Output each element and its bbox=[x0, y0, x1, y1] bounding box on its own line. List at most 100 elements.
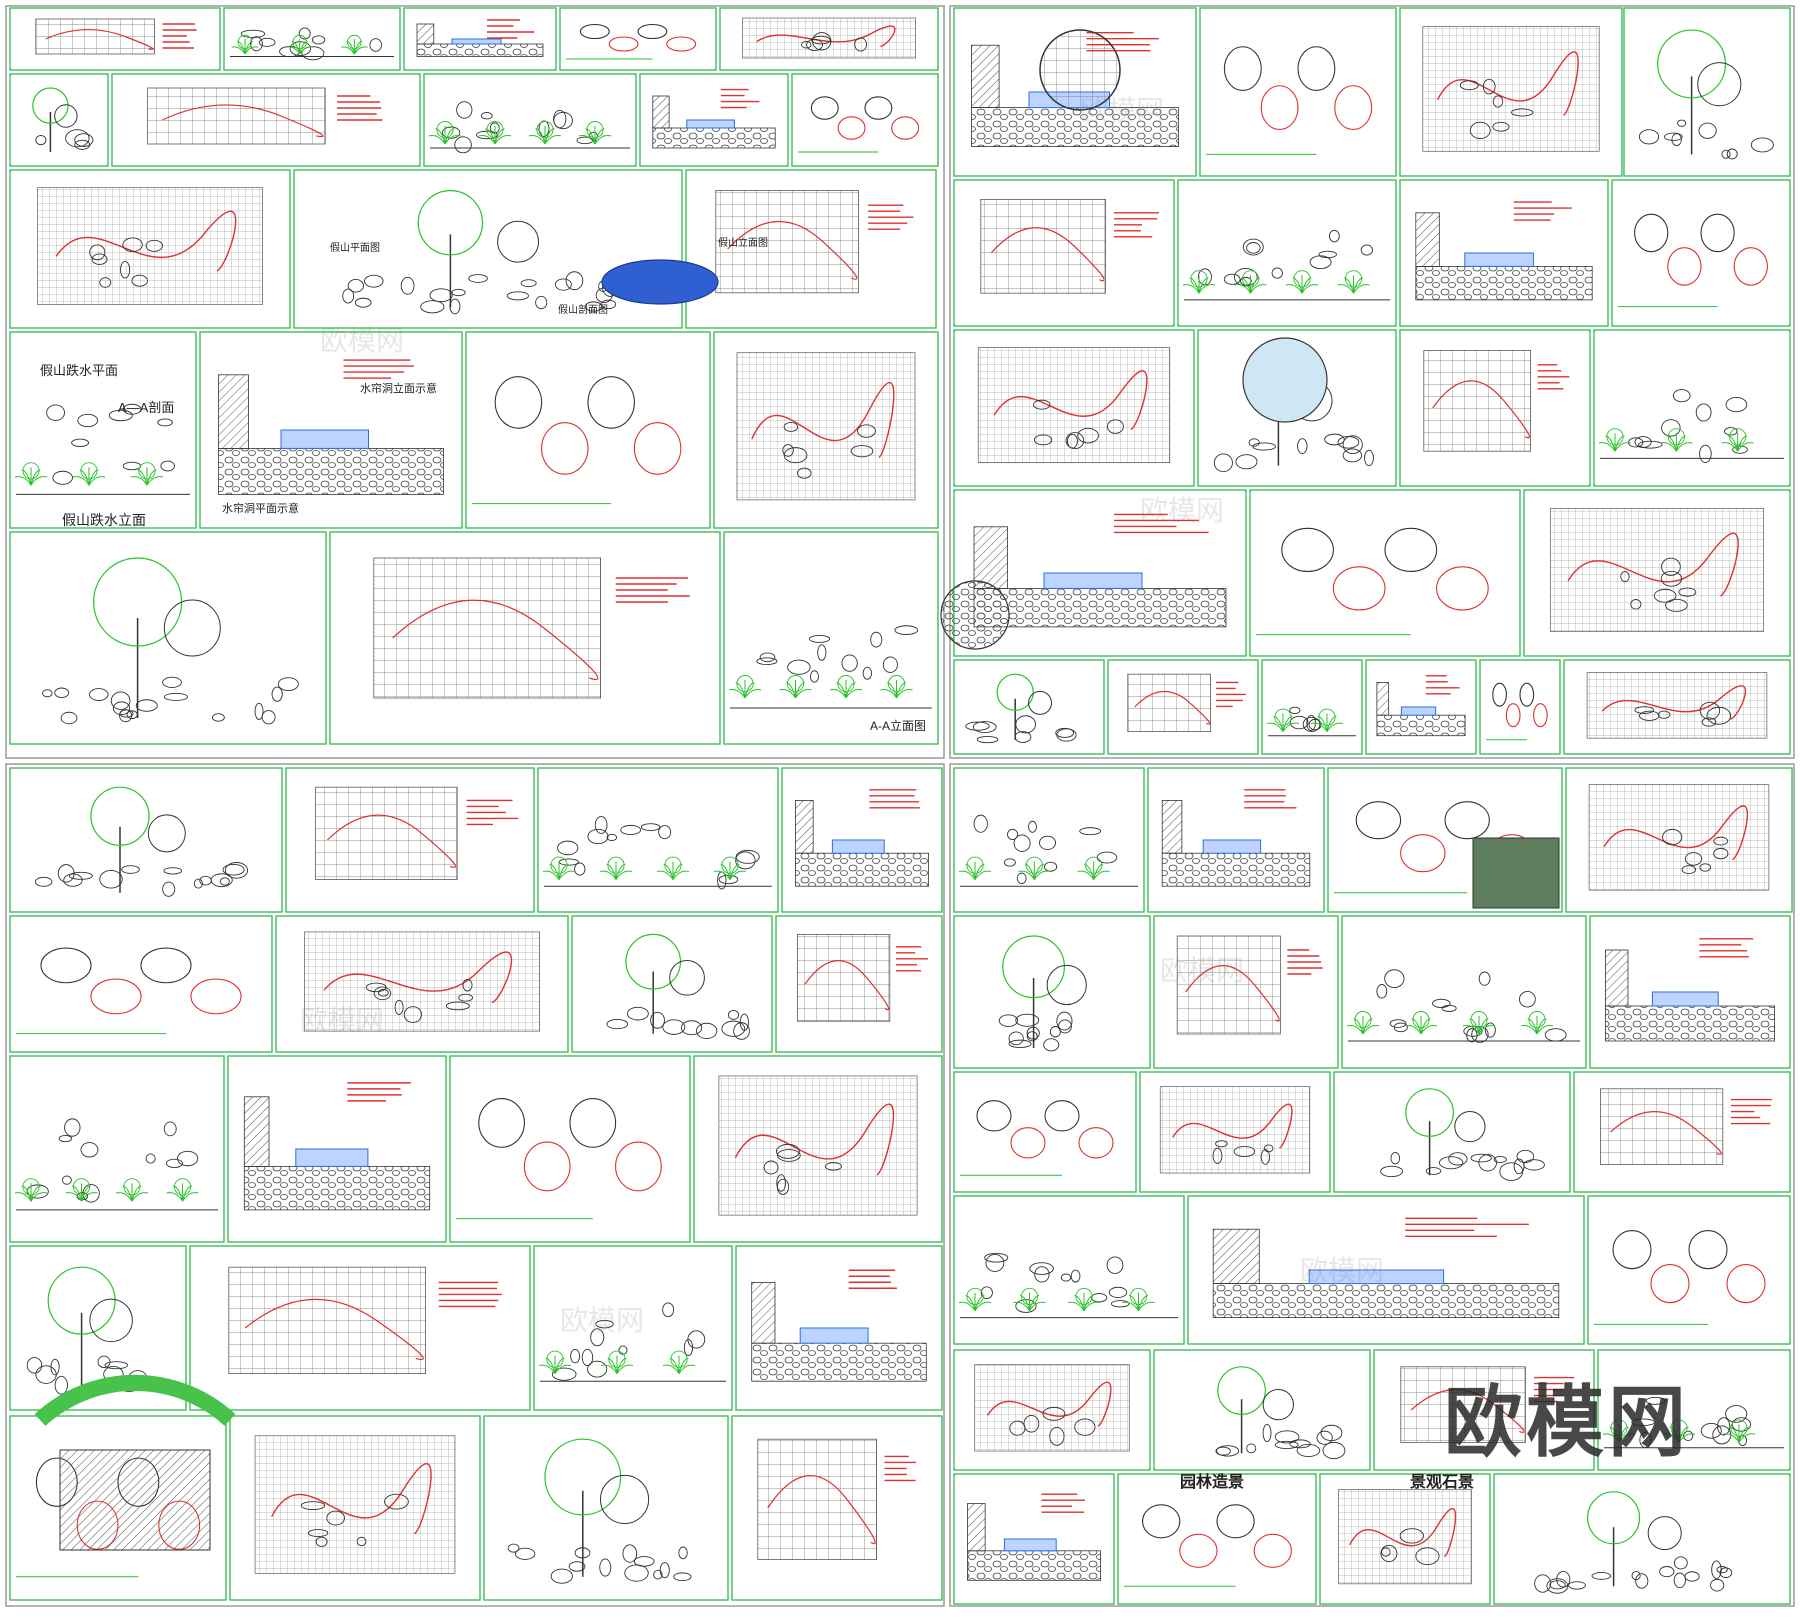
contour-line bbox=[993, 370, 1148, 431]
fine-grid bbox=[1159, 1086, 1311, 1174]
foundation-section bbox=[243, 1166, 431, 1211]
rock bbox=[1252, 442, 1276, 451]
pond-plan bbox=[601, 259, 719, 305]
rock bbox=[1631, 1418, 1656, 1427]
dimension-notes bbox=[869, 789, 921, 809]
plant-crown bbox=[586, 121, 604, 139]
rock bbox=[808, 634, 831, 643]
rock bbox=[587, 828, 609, 845]
tree-crown bbox=[147, 814, 186, 853]
plant-leaf bbox=[554, 1364, 572, 1374]
rock bbox=[1246, 242, 1261, 254]
rock bbox=[1469, 121, 1491, 140]
outline-curve bbox=[1185, 965, 1280, 1022]
plant-leaf bbox=[1013, 1301, 1030, 1312]
plant-leaf bbox=[88, 476, 106, 486]
rock bbox=[1523, 1159, 1545, 1171]
plant-crown bbox=[887, 675, 906, 693]
rock bbox=[1699, 863, 1711, 872]
plant-leaf bbox=[1662, 1433, 1680, 1443]
rock bbox=[1516, 1149, 1535, 1163]
rock bbox=[659, 1562, 670, 1579]
rock bbox=[574, 1547, 591, 1559]
stone-outline bbox=[523, 1141, 571, 1192]
fine-grid bbox=[304, 931, 540, 1032]
stone-outline bbox=[140, 947, 192, 984]
rock bbox=[1441, 1004, 1457, 1012]
rock bbox=[1683, 1430, 1694, 1442]
rock bbox=[1677, 119, 1687, 127]
dimension-notes bbox=[868, 204, 914, 230]
rock bbox=[862, 666, 873, 680]
outline-curve bbox=[326, 814, 456, 868]
rock bbox=[65, 129, 90, 148]
plant-leaf bbox=[1083, 1301, 1101, 1312]
panel-frame bbox=[533, 1245, 733, 1411]
plant-crown bbox=[546, 1350, 564, 1368]
rock bbox=[776, 1174, 787, 1192]
panel-frame bbox=[559, 7, 717, 71]
plant-symbol bbox=[1310, 708, 1344, 732]
stone-outline bbox=[1533, 703, 1548, 728]
plant-crown bbox=[1274, 708, 1292, 726]
rock bbox=[145, 1153, 156, 1164]
rock bbox=[1663, 132, 1683, 141]
foundation-section bbox=[795, 852, 930, 887]
outline-curve bbox=[804, 960, 890, 1011]
grid-plan bbox=[715, 190, 859, 294]
rock-pile bbox=[1628, 389, 1748, 463]
rock bbox=[1322, 1441, 1346, 1460]
rock bbox=[240, 29, 266, 39]
rock bbox=[400, 276, 415, 295]
foundation-section bbox=[973, 588, 1227, 628]
panel-frame bbox=[9, 1415, 227, 1601]
rock bbox=[841, 654, 858, 672]
plant-symbol bbox=[1234, 270, 1267, 294]
rock bbox=[1065, 432, 1085, 450]
plant-leaf bbox=[166, 1192, 183, 1202]
rock bbox=[224, 862, 249, 879]
plant-leaf bbox=[1520, 1024, 1538, 1035]
rock bbox=[620, 824, 642, 835]
plant-symbol bbox=[958, 856, 992, 880]
rock bbox=[1274, 1440, 1299, 1449]
rock bbox=[1678, 587, 1697, 597]
rock bbox=[1015, 1299, 1037, 1313]
plant-crown bbox=[1667, 428, 1685, 446]
plant-leaf bbox=[728, 688, 746, 699]
rock bbox=[1725, 397, 1748, 413]
circular-plaza bbox=[940, 580, 1010, 650]
panel-frame bbox=[465, 331, 711, 529]
panel-frame bbox=[1479, 659, 1561, 755]
plant-leaf bbox=[478, 134, 496, 145]
wall-section bbox=[1376, 682, 1390, 716]
fine-grid bbox=[254, 1435, 456, 1574]
rock-pile bbox=[1638, 119, 1774, 160]
stone-outline bbox=[1384, 527, 1438, 573]
arch-gate bbox=[34, 1374, 236, 1426]
plant-symbol bbox=[1662, 1419, 1696, 1443]
rock bbox=[1499, 1162, 1524, 1181]
panel-frame bbox=[1333, 1071, 1571, 1193]
plant-crown bbox=[138, 462, 156, 480]
panel-frame bbox=[953, 329, 1195, 487]
rock bbox=[1448, 1152, 1468, 1166]
rock bbox=[1328, 229, 1340, 243]
stone-outline bbox=[1634, 213, 1669, 253]
plant-crown bbox=[664, 856, 682, 874]
faint-watermark: 欧模网 bbox=[1080, 94, 1164, 127]
plant-leaf bbox=[444, 134, 462, 145]
rock bbox=[1246, 1443, 1257, 1454]
plant-leaf bbox=[896, 688, 913, 699]
rock bbox=[52, 470, 73, 485]
rock bbox=[177, 1150, 199, 1167]
rock bbox=[1645, 1396, 1666, 1405]
stone-outline bbox=[837, 116, 866, 140]
plant-crown bbox=[22, 462, 40, 480]
rock bbox=[554, 278, 572, 291]
stone-outline bbox=[1281, 527, 1334, 573]
wall-section bbox=[243, 1096, 270, 1167]
stone-outline bbox=[1505, 703, 1521, 728]
plant-leaf bbox=[880, 688, 897, 699]
rock bbox=[1700, 1423, 1722, 1439]
